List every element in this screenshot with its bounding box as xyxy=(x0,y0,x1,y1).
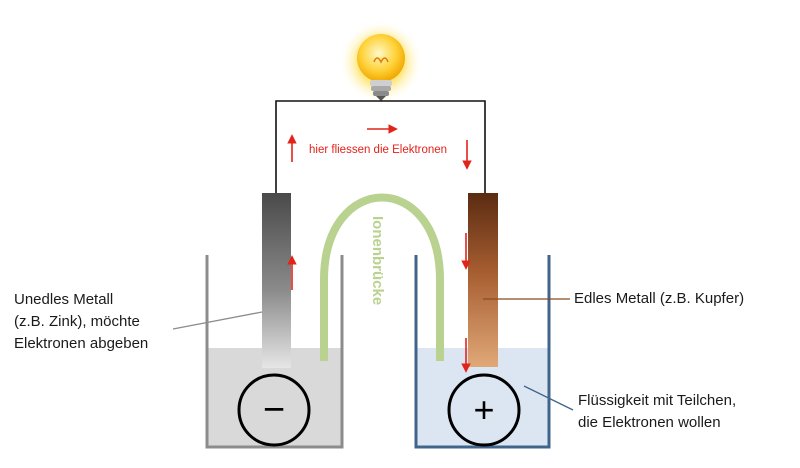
electrolyte-label-line-1: Flüssigkeit mit Teilchen, xyxy=(578,392,737,409)
bulb-filament xyxy=(373,57,389,64)
zinc-electrode xyxy=(262,193,291,368)
copper-electrode xyxy=(468,193,498,367)
right-beaker xyxy=(414,255,551,449)
electrolyte-label-line-2: die Elektronen wollen xyxy=(578,414,721,431)
anode-label-line-3: Elektronen abgeben xyxy=(14,335,149,352)
salt-bridge-label: Ionenbrücke xyxy=(369,216,386,305)
minus-circle xyxy=(237,373,311,447)
bulb-socket-ring-2 xyxy=(371,86,391,91)
bulb-socket-ring-1 xyxy=(370,80,392,86)
salt-bridge xyxy=(320,193,444,361)
left-beaker xyxy=(205,255,344,449)
plus-circle xyxy=(447,373,521,447)
electrolyte-leader-line xyxy=(523,385,574,411)
bulb-tip xyxy=(376,96,386,101)
bulb-glass xyxy=(357,34,405,82)
anode-label-line-2: (z.B. Zink), möchte xyxy=(14,313,140,330)
anode-leader-line xyxy=(172,311,263,330)
light-bulb-icon xyxy=(339,20,423,104)
electrolyte-label: Flüssigkeit mit Teilchen, die Elektronen… xyxy=(578,390,736,434)
anode-label: Unedles Metall (z.B. Zink), möchte Elekt… xyxy=(14,289,148,355)
electron-flow-label: hier fliessen die Elektronen xyxy=(309,144,448,156)
minus-sign: − xyxy=(263,389,285,431)
bulb-socket-ring-3 xyxy=(373,91,389,96)
anode-label-line-1: Unedles Metall xyxy=(14,291,114,308)
plus-sign: + xyxy=(473,389,494,430)
cathode-label: Edles Metall (z.B. Kupfer) xyxy=(574,290,745,307)
circuit-wire xyxy=(275,100,486,193)
